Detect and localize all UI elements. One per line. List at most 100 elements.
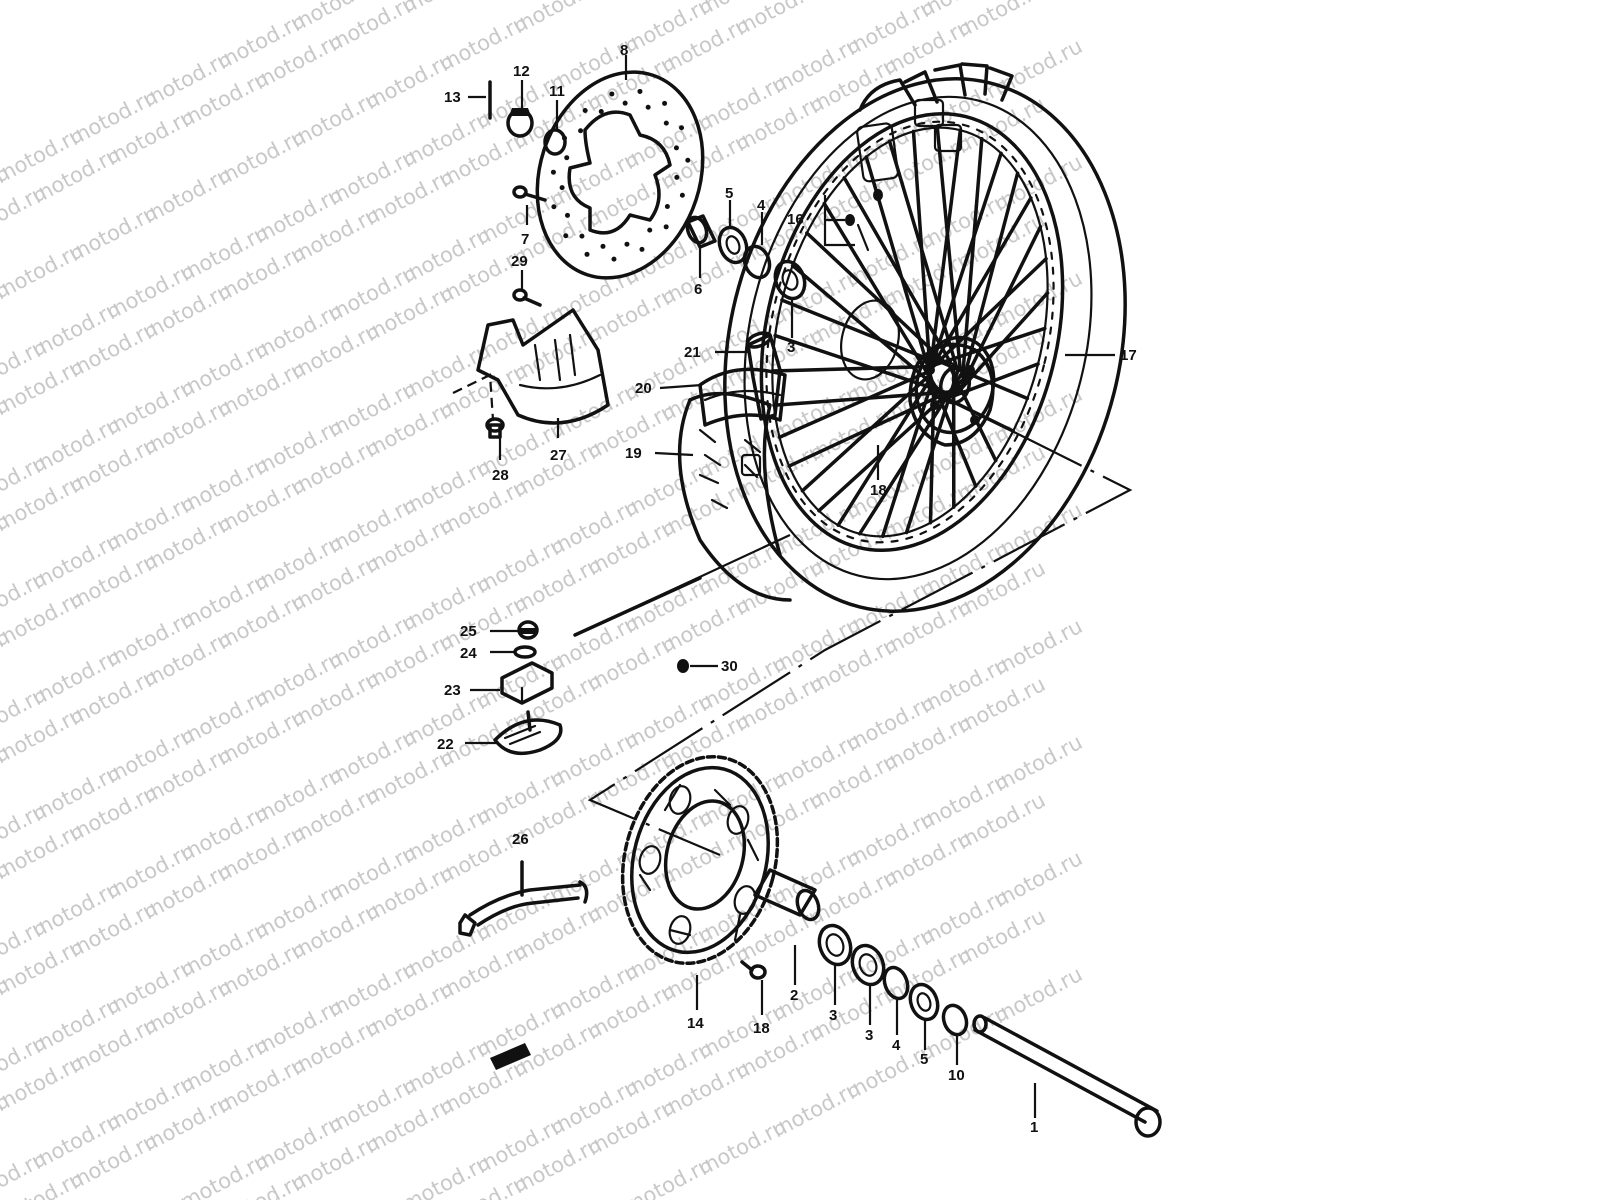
disc-hole xyxy=(645,104,651,110)
oil-seal-icon xyxy=(908,982,940,1022)
bolt-icon xyxy=(512,288,542,307)
spoke xyxy=(935,125,963,373)
axle-spacer-icon xyxy=(753,868,821,922)
part-label-4-lower: 4 xyxy=(892,1037,901,1054)
part-label-24: 24 xyxy=(460,645,477,662)
part-label-6-upper: 6 xyxy=(694,281,702,298)
spacer-block-icon xyxy=(500,661,554,705)
disc-hole xyxy=(679,125,685,131)
disc-hole xyxy=(673,145,679,151)
part-label-28: 28 xyxy=(492,467,509,484)
bearing-icon xyxy=(773,259,807,301)
spoke xyxy=(787,384,964,468)
part-label-20: 20 xyxy=(635,380,652,397)
disc-hole xyxy=(639,246,645,252)
brake-disc-icon xyxy=(535,70,705,280)
disc-bolt-icon xyxy=(512,185,547,202)
disc-hole xyxy=(611,256,617,262)
spoke xyxy=(817,377,965,513)
part-label-22: 22 xyxy=(437,736,454,753)
wheel-spokes xyxy=(770,125,1050,539)
part-label-18-lower: 18 xyxy=(753,1020,770,1037)
disc-hole xyxy=(559,185,565,191)
washer-icon xyxy=(513,645,537,659)
sprocket-bolt-icon xyxy=(740,960,767,980)
part-label-7: 7 xyxy=(521,231,529,248)
part-label-17: 17 xyxy=(1120,347,1137,364)
spoke xyxy=(772,389,961,408)
part-label-13: 13 xyxy=(444,89,461,106)
spoke xyxy=(857,371,964,536)
disc-hole xyxy=(600,243,606,249)
part-label-12: 12 xyxy=(513,63,530,80)
part-label-3-lower-a: 3 xyxy=(829,1007,837,1024)
part-label-29: 29 xyxy=(511,253,528,270)
spoke xyxy=(773,333,957,398)
part-labels: 13 12 11 8 7 29 27 28 6 5 4 3 16 21 20 1… xyxy=(437,42,1137,1136)
spoke-wheel-icon xyxy=(723,62,1127,613)
spoke xyxy=(780,298,941,365)
spoke xyxy=(929,256,1048,371)
part-label-3-upper: 3 xyxy=(787,339,795,356)
leader-lines xyxy=(465,55,1115,1118)
disc-vent-holes xyxy=(550,88,691,262)
disc-hole xyxy=(685,157,691,163)
spoke xyxy=(822,201,945,400)
spoke xyxy=(842,176,953,365)
rim-band-icon xyxy=(698,367,787,427)
disc-hole xyxy=(551,204,557,210)
disc-hole xyxy=(609,91,615,97)
part-label-27: 27 xyxy=(550,447,567,464)
part-label-14: 14 xyxy=(687,1015,704,1032)
spacer-icon xyxy=(685,214,717,249)
spoke xyxy=(925,151,1003,383)
part-label-1: 1 xyxy=(1030,1119,1038,1136)
part-label-30: 30 xyxy=(721,658,738,675)
spoke xyxy=(911,129,934,394)
disc-hole xyxy=(578,128,584,134)
disc-hole xyxy=(662,100,668,106)
label-tag-icon xyxy=(490,1043,531,1070)
spoke xyxy=(790,263,951,400)
part-label-26: 26 xyxy=(512,831,529,848)
spoke xyxy=(949,362,1040,399)
disc-hole xyxy=(664,203,670,209)
part-label-10: 10 xyxy=(948,1067,965,1084)
spoke xyxy=(933,326,1047,367)
inner-tube-valve-icon xyxy=(745,331,782,421)
disc-hole xyxy=(647,227,653,233)
circlip-icon xyxy=(882,965,910,1001)
part-label-4-upper: 4 xyxy=(757,197,766,214)
part-label-18-upper: 18 xyxy=(870,482,887,499)
spoke xyxy=(959,224,1043,391)
castle-nut-icon xyxy=(506,108,534,138)
disc-hole xyxy=(579,233,585,239)
disc-hole xyxy=(584,251,590,257)
bearing-icon xyxy=(817,923,853,967)
disc-hole xyxy=(550,169,556,175)
disc-hole xyxy=(637,88,643,94)
part-label-5-lower: 5 xyxy=(920,1051,928,1068)
disc-hole xyxy=(598,108,604,114)
part-label-19: 19 xyxy=(625,445,642,462)
hub-sprocket-boss xyxy=(908,342,995,447)
bearing-icon xyxy=(850,943,886,987)
part-label-23: 23 xyxy=(444,682,461,699)
disc-hole xyxy=(679,192,685,198)
disc-hole xyxy=(674,174,680,180)
spoke xyxy=(770,364,935,373)
part-label-16: 16 xyxy=(787,211,804,228)
part-label-2: 2 xyxy=(790,987,798,1004)
rear-axle-icon xyxy=(972,1014,1162,1138)
valve-cap-icon xyxy=(677,659,689,673)
nut-icon xyxy=(517,620,539,640)
disc-hole xyxy=(564,212,570,218)
disc-guard-icon xyxy=(476,308,610,425)
circlip-icon xyxy=(742,244,772,280)
torque-link-icon xyxy=(458,860,589,937)
disc-hole xyxy=(563,233,569,239)
disc-hole xyxy=(564,155,570,161)
part-label-25: 25 xyxy=(460,623,477,640)
